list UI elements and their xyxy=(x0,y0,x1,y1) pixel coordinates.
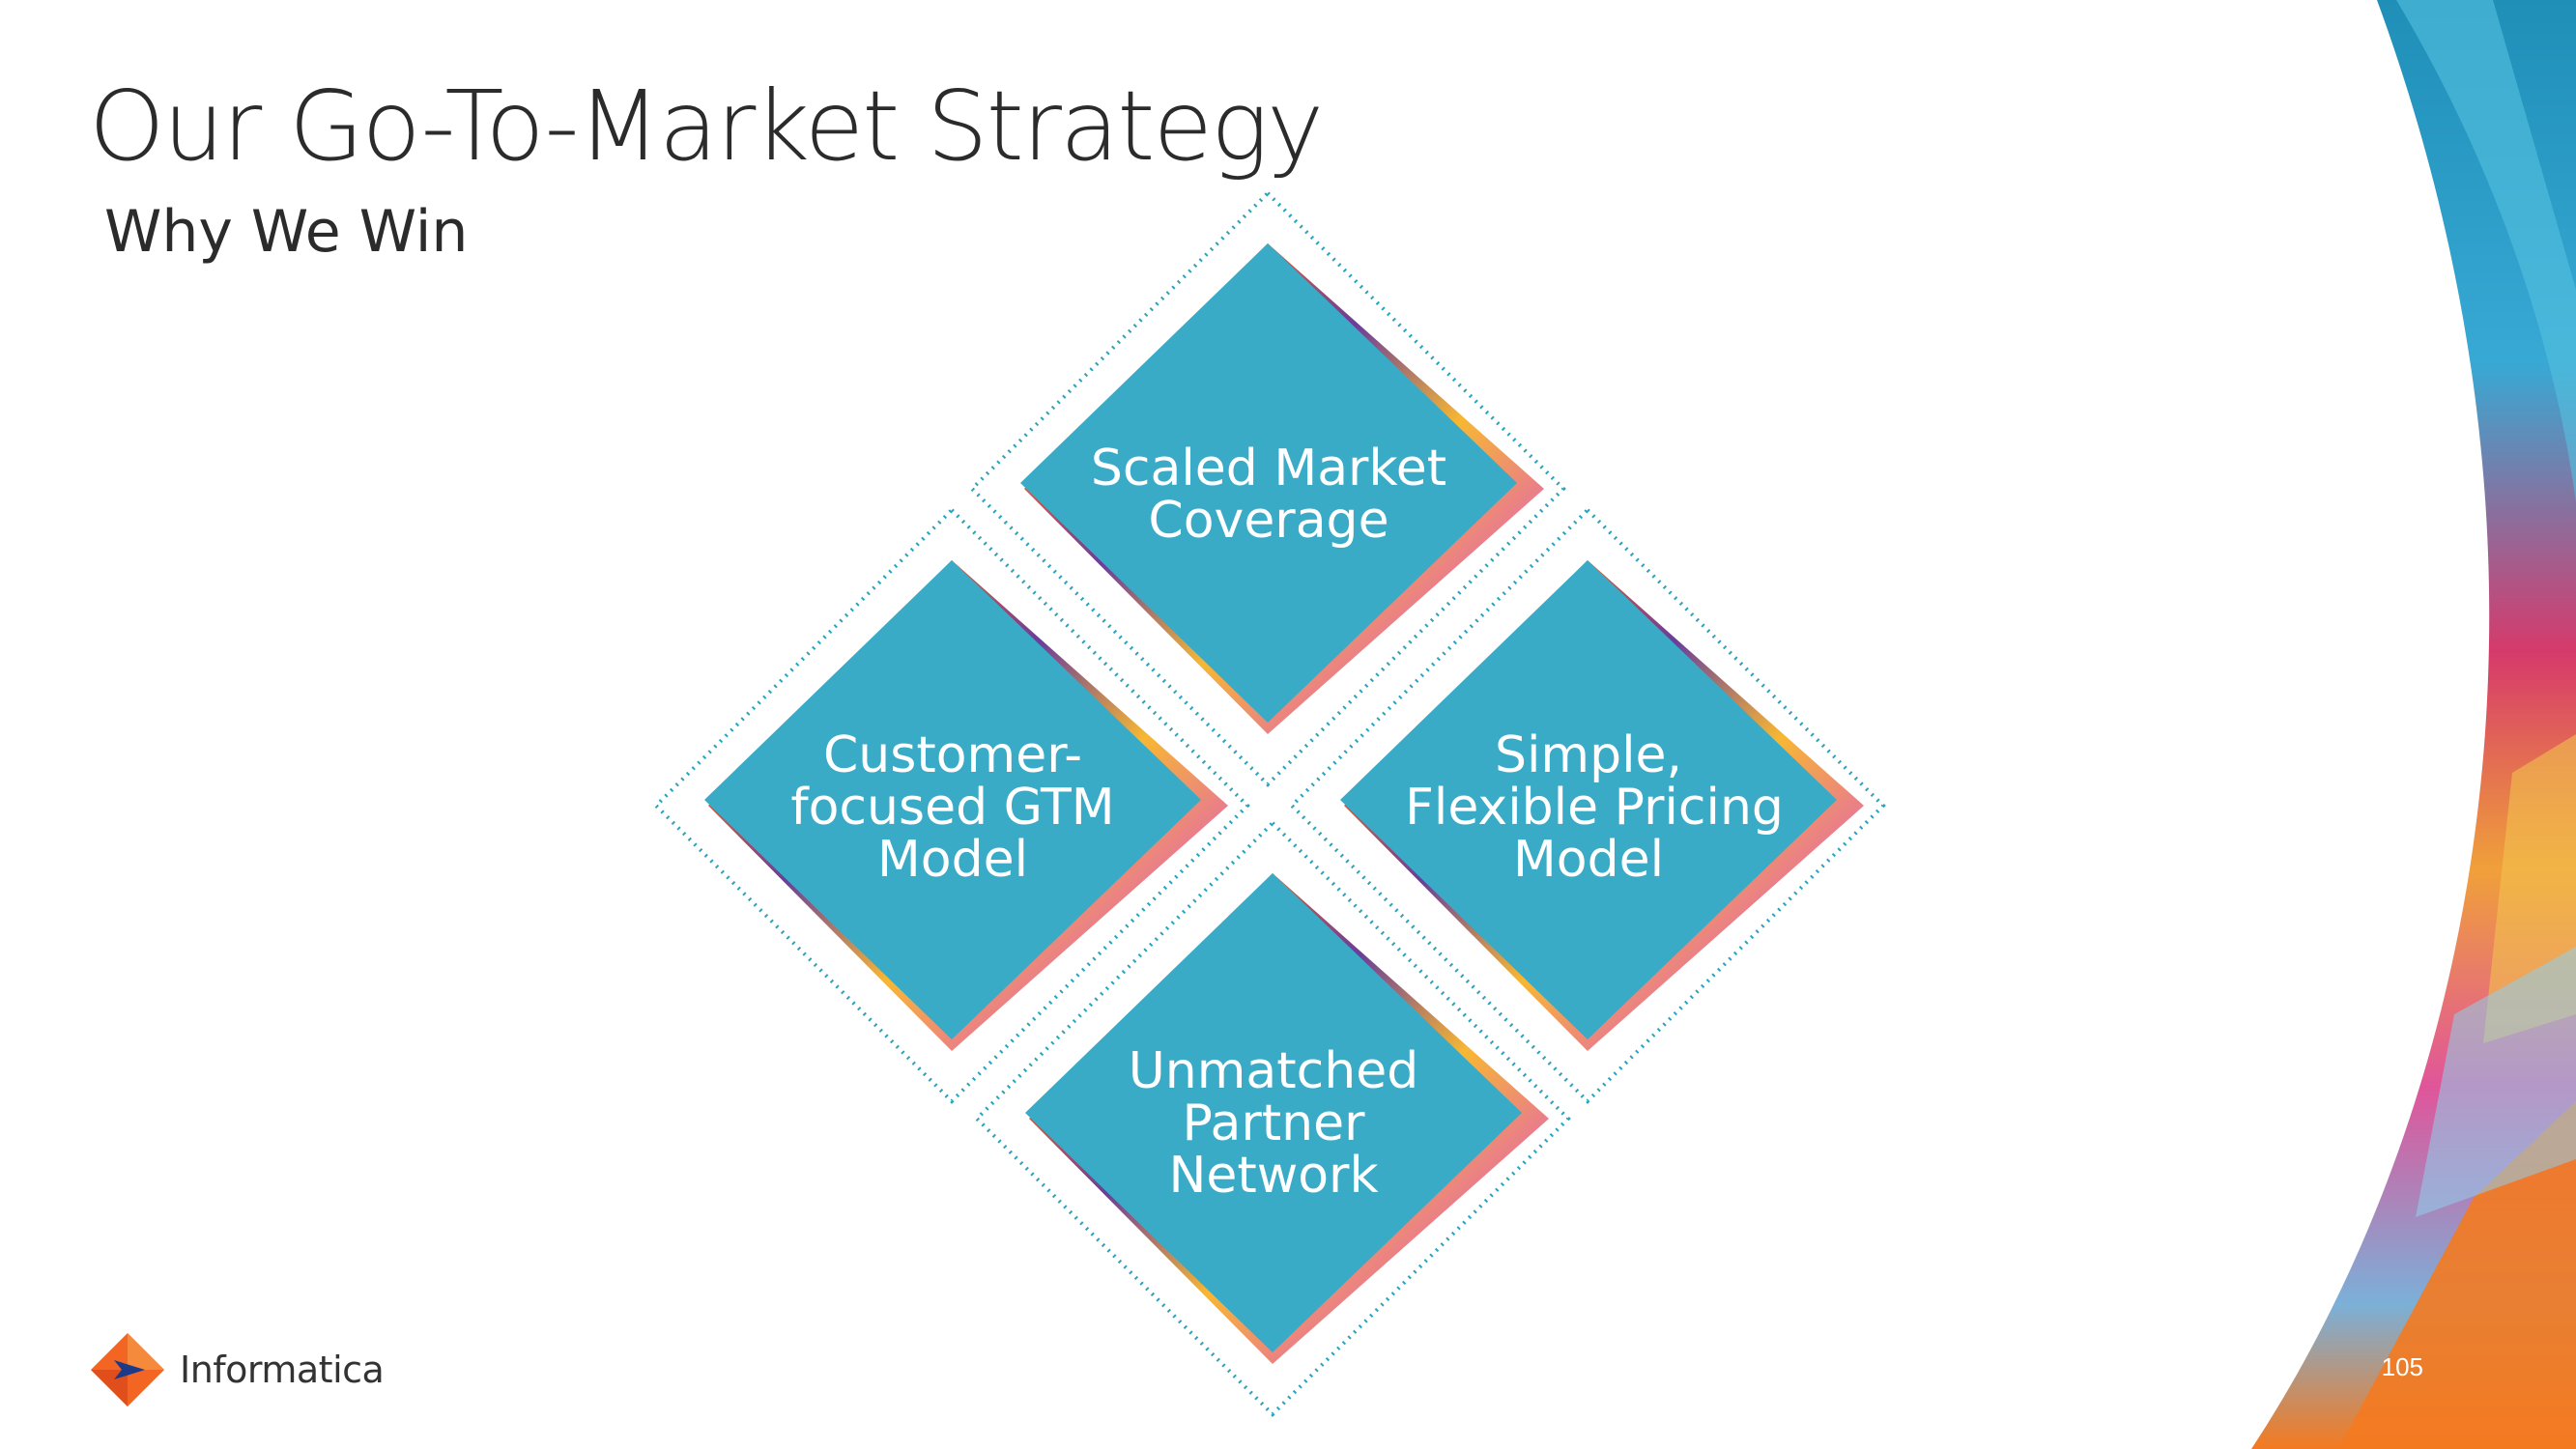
label-line: Model xyxy=(876,831,1029,889)
label-line: Scaled Market xyxy=(1090,440,1447,497)
label-line: Network xyxy=(1168,1147,1379,1205)
informatica-logo-icon xyxy=(91,1333,164,1406)
diamond-top-label: Scaled Market Coverage xyxy=(1085,442,1452,547)
diamond-bottom-label: Unmatched Partner Network xyxy=(1090,1045,1457,1202)
page-title: Our Go-To-Market Strategy xyxy=(89,70,1324,183)
diamond-bottom xyxy=(974,820,1571,1417)
page-number: 105 xyxy=(2381,1352,2423,1381)
logo-name: Informatica xyxy=(180,1349,385,1391)
diamond-left xyxy=(653,507,1250,1104)
diamond-right xyxy=(1289,507,1886,1104)
label-line: Simple, xyxy=(1494,726,1683,784)
informatica-logo: Informatica xyxy=(89,1331,385,1408)
label-line: focused GTM xyxy=(790,779,1115,837)
diamond-left-label: Customer- focused GTM Model xyxy=(769,729,1136,886)
page-subtitle: Why We Win xyxy=(104,198,469,266)
label-line: Flexible Pricing xyxy=(1405,779,1784,837)
label-line: Coverage xyxy=(1148,492,1389,550)
label-line: Model xyxy=(1512,831,1665,889)
diamond-right-label: Simple, Flexible Pricing Model xyxy=(1405,726,1784,889)
diamond-top xyxy=(969,190,1566,787)
label-line: Unmatched xyxy=(1128,1042,1419,1100)
label-line: Customer- xyxy=(822,726,1083,784)
label-line: Partner xyxy=(1182,1094,1365,1152)
